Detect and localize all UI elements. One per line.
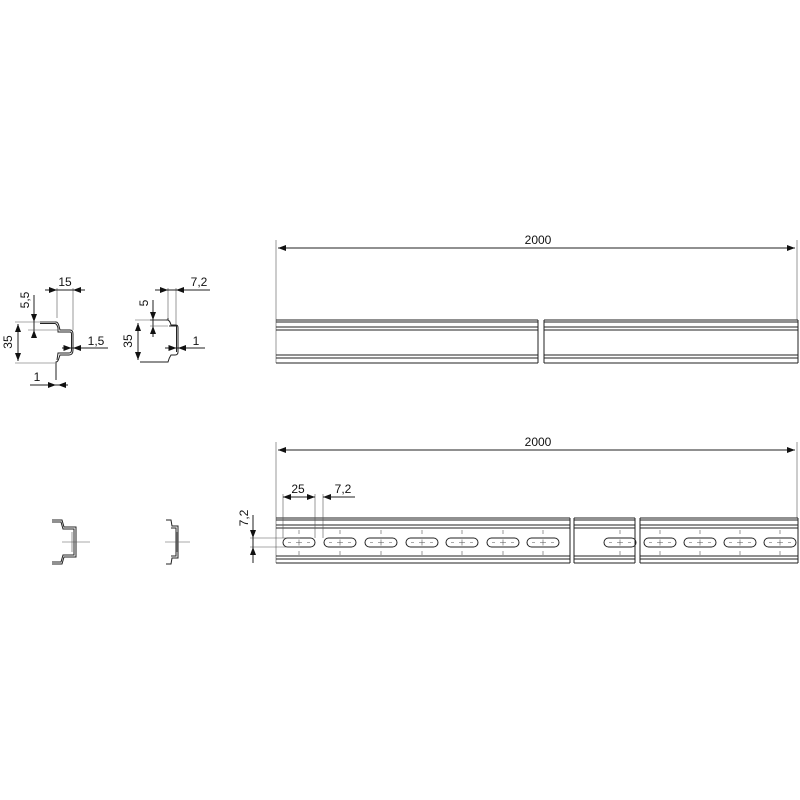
rail-slot [405,537,439,548]
plain-rail-view: 2000 [275,233,799,364]
rail-slot [763,537,797,548]
end-profile-2 [165,519,190,565]
slot-centerline [411,530,433,555]
rail-slot [723,537,757,548]
end-profile-1 [52,519,90,565]
slot-centerline [609,530,631,555]
slot-centerline [649,530,671,555]
slotted-rail-length-label: 2000 [525,435,552,449]
profile1-offset-label: 5,5 [18,291,32,308]
rail-slot [526,537,560,548]
slot-centerline [729,530,751,555]
rail-slot [603,537,637,548]
rail-slot [323,537,357,548]
slot-centerline [532,530,554,555]
rail-slot [445,537,479,548]
profile-35x15: 35 15 5,5 1,5 1 [1,275,108,388]
slot-centerline [288,530,310,555]
profile1-width-label: 15 [58,275,72,289]
profile2-offset-label: 5 [137,299,151,306]
profile1-thickness-label: 1,5 [88,334,105,348]
profile2-thickness-label: 1 [193,334,200,348]
slot-centerline [370,530,392,555]
slotted-rail-view: 2000 25 7,2 7,2 [237,435,799,564]
rail-slot [683,537,717,548]
slot-gap-label: 7,2 [335,482,352,496]
rail-slot [486,537,520,548]
slot-centerline [769,530,791,555]
profile1-height-label: 35 [1,335,15,349]
slot-length-label: 25 [291,482,305,496]
plain-rail-length-label: 2000 [525,233,552,247]
slot-width-label: 7,2 [237,509,251,526]
rail-slot [643,537,677,548]
slot-centerline [451,530,473,555]
profile-35x7-5: 7,2 35 5 1 [121,275,210,363]
rail-slot [364,537,398,548]
profile1-foot-label: 1 [34,370,41,384]
slot-centerline [492,530,514,555]
slot-centerline [689,530,711,555]
profile2-width-label: 7,2 [191,275,208,289]
profile2-height-label: 35 [121,334,135,348]
slot-centerline [329,530,351,555]
